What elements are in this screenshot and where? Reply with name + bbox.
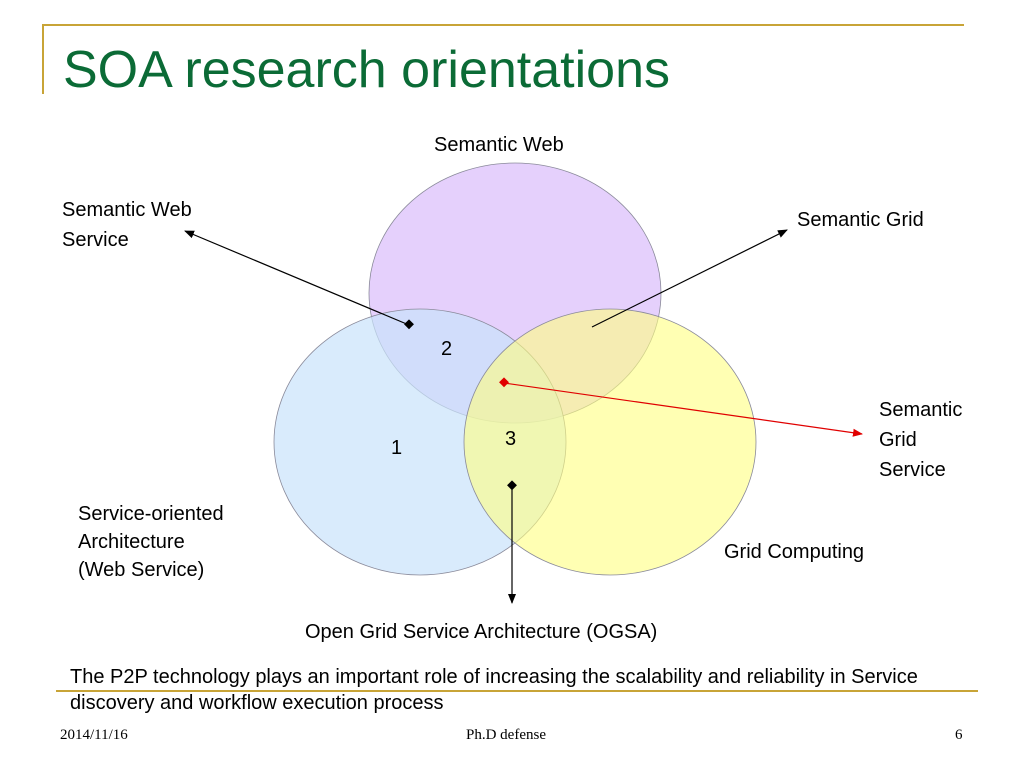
arrow-anchor-semantic-grid-service	[499, 377, 509, 388]
label-grid-computing: Grid Computing	[724, 541, 865, 563]
arrow-anchor-semantic-web-service	[404, 319, 414, 330]
circle-grid	[463, 308, 757, 576]
footer-page-number: 6	[955, 727, 963, 743]
label-semantic-web-service: Semantic Web Service	[62, 195, 192, 255]
label-semantic-web: Semantic Web	[434, 134, 564, 156]
footer-date: 2014/11/16	[60, 727, 128, 743]
region-label-1: 1	[391, 437, 403, 459]
label-soa-line3: (Web Service)	[78, 559, 205, 581]
label-ogsa: Open Grid Service Architecture (OGSA)	[305, 621, 658, 643]
label-soa: Service-oriented Architecture (Web Servi…	[78, 500, 224, 584]
arrow-anchor-ogsa	[507, 480, 517, 491]
label-semantic-grid-service-line3: Service	[879, 459, 946, 481]
top-rule	[42, 24, 964, 26]
left-rule	[42, 24, 44, 94]
footer-center: Ph.D defense	[466, 727, 546, 743]
region-label-2: 2	[441, 338, 453, 360]
label-semantic-grid-service: Semantic Grid Service	[879, 395, 962, 485]
label-soa-line1: Service-oriented	[78, 503, 224, 525]
label-soa-line2: Architecture	[78, 531, 185, 553]
bottom-rule	[56, 690, 978, 692]
arrow-semantic-grid-service	[503, 382, 863, 437]
p2p-note: The P2P technology plays an important ro…	[70, 666, 918, 714]
arrow-semantic-web-service	[184, 230, 410, 326]
slide-title: SOA research orientations	[63, 41, 670, 99]
label-semantic-web-service-line2: Service	[62, 229, 129, 251]
region-label-3: 3	[505, 428, 517, 450]
label-semantic-web-service-line1: Semantic Web	[62, 199, 192, 221]
label-semantic-grid-service-line2: Grid	[879, 429, 917, 451]
arrow-semantic-grid	[591, 229, 788, 328]
label-semantic-grid-service-line1: Semantic	[879, 399, 963, 421]
label-semantic-grid: Semantic Grid	[797, 209, 924, 231]
